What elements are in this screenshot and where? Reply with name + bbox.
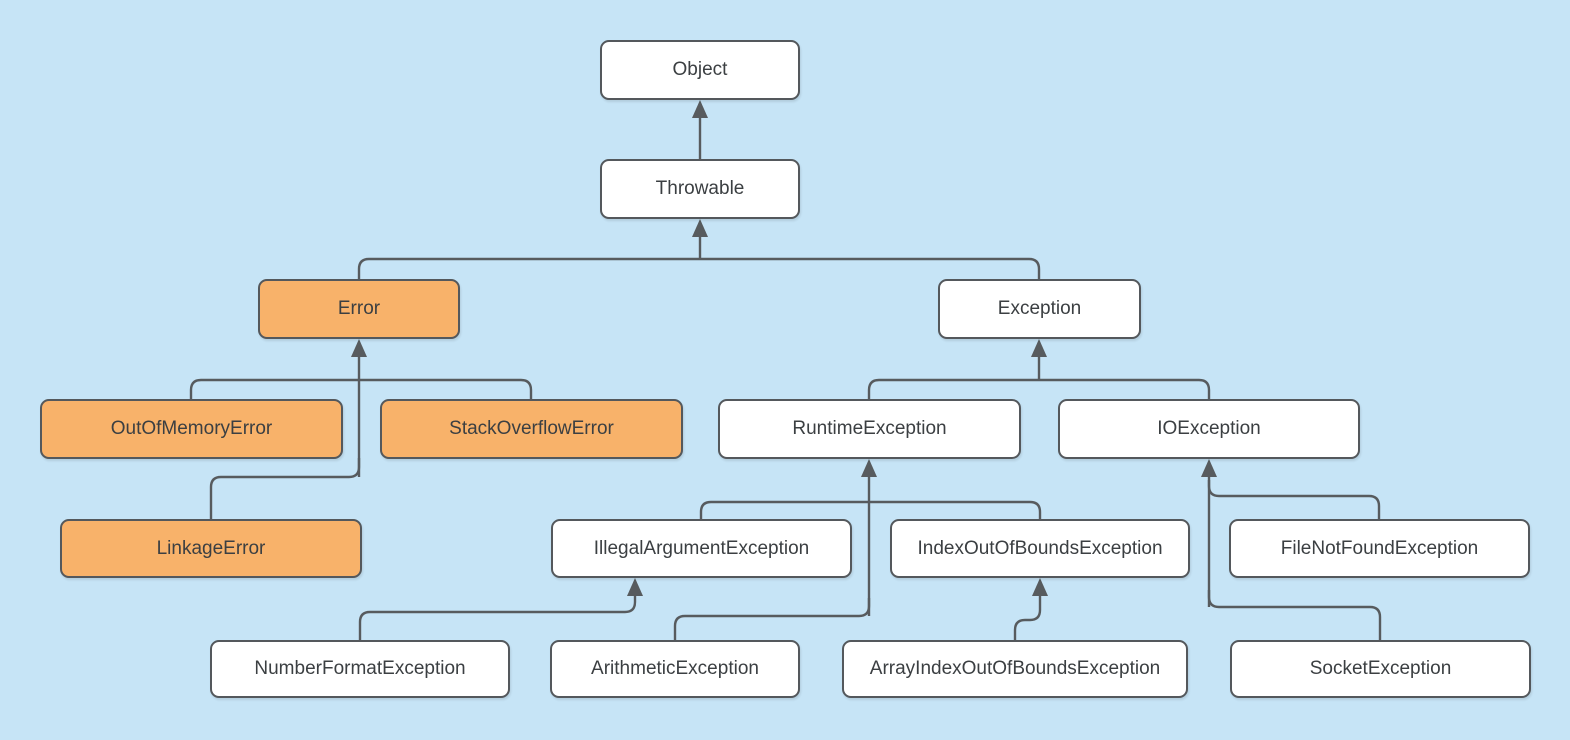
arrow-into-indexoob bbox=[1032, 578, 1048, 596]
node-runtimeexception-label: RuntimeException bbox=[792, 418, 947, 439]
edge-bus-oom-sof bbox=[189, 378, 533, 399]
node-numberformatexception: NumberFormatException bbox=[210, 640, 510, 698]
node-arrayindexoutofboundsexception-label: ArrayIndexOutOfBoundsException bbox=[869, 658, 1161, 679]
node-ioexception: IOException bbox=[1058, 399, 1360, 459]
node-exception-label: Exception bbox=[997, 298, 1082, 319]
arrow-into-illegalarg bbox=[627, 578, 643, 596]
node-illegalargumentexception: IllegalArgumentException bbox=[551, 519, 852, 578]
node-error: Error bbox=[258, 279, 460, 339]
node-arrayindexoutofboundsexception: ArrayIndexOutOfBoundsException bbox=[842, 640, 1188, 698]
node-stackoverflowerror: StackOverflowError bbox=[380, 399, 683, 459]
node-throwable: Throwable bbox=[600, 159, 800, 219]
edge-bus-runtime-ioexception bbox=[867, 378, 1211, 399]
node-numberformatexception-label: NumberFormatException bbox=[254, 658, 466, 679]
edge-linkage-elbow bbox=[209, 458, 361, 519]
node-socketexception: SocketException bbox=[1230, 640, 1531, 698]
node-arithmeticexception: ArithmeticException bbox=[550, 640, 800, 698]
node-filenotfoundexception: FileNotFoundException bbox=[1229, 519, 1530, 578]
node-throwable-label: Throwable bbox=[655, 178, 745, 199]
edge-filenotfound-elbow bbox=[1207, 480, 1381, 519]
node-exception: Exception bbox=[938, 279, 1141, 339]
node-object-label: Object bbox=[672, 59, 728, 80]
arrow-into-object bbox=[692, 100, 708, 118]
node-runtimeexception: RuntimeException bbox=[718, 399, 1021, 459]
node-arithmeticexception-label: ArithmeticException bbox=[591, 658, 759, 679]
edge-bus-illegalarg-indexoob bbox=[699, 500, 1042, 519]
arrow-into-error bbox=[351, 339, 367, 357]
node-socketexception-label: SocketException bbox=[1309, 658, 1452, 679]
node-ioexception-label: IOException bbox=[1157, 418, 1261, 439]
arrow-into-ioexception bbox=[1201, 459, 1217, 477]
node-outofmemoryerror-label: OutOfMemoryError bbox=[110, 418, 273, 439]
node-indexoutofboundsexception-label: IndexOutOfBoundsException bbox=[917, 537, 1163, 559]
arrow-into-runtime bbox=[861, 459, 877, 477]
node-illegalargumentexception-label: IllegalArgumentException bbox=[593, 537, 810, 559]
node-error-label: Error bbox=[337, 298, 381, 319]
arrow-into-exception bbox=[1031, 339, 1047, 357]
node-stackoverflowerror-label: StackOverflowError bbox=[449, 418, 614, 439]
node-linkageerror-label: LinkageError bbox=[156, 537, 266, 559]
edge-socket-elbow bbox=[1207, 590, 1382, 640]
arrow-into-throwable bbox=[692, 219, 708, 237]
edge-bus-error-exception bbox=[357, 257, 1041, 279]
node-filenotfoundexception-label: FileNotFoundException bbox=[1280, 537, 1479, 559]
edge-arrayindexoob bbox=[1013, 594, 1042, 640]
edge-arithmetic-elbow bbox=[673, 598, 871, 640]
node-outofmemoryerror: OutOfMemoryError bbox=[40, 399, 343, 459]
node-linkageerror: LinkageError bbox=[60, 519, 362, 578]
node-object: Object bbox=[600, 40, 800, 100]
edge-numberformat bbox=[358, 594, 637, 640]
node-indexoutofboundsexception: IndexOutOfBoundsException bbox=[890, 519, 1190, 578]
